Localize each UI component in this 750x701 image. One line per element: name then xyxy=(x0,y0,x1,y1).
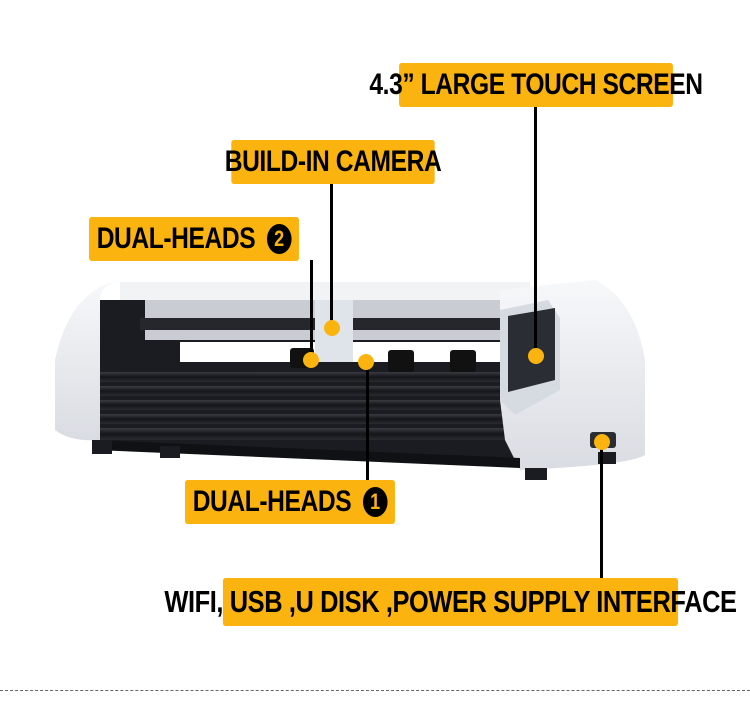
dashed-divider xyxy=(0,690,750,691)
callout-dot-dual-heads-2 xyxy=(303,352,319,368)
callout-line-touch-screen xyxy=(534,106,537,354)
number-1-badge: 1 xyxy=(362,487,388,517)
callout-line-camera xyxy=(330,183,333,328)
callout-dot-camera xyxy=(324,320,340,336)
label-interface-text: WIFI, USB ,U DISK ,POWER SUPPLY INTERFAC… xyxy=(164,584,737,619)
callout-line-interface xyxy=(600,441,603,579)
label-dual-heads-2-text: DUAL-HEADS xyxy=(96,222,256,255)
label-touch-screen-text: 4.3” LARGE TOUCH SCREEN xyxy=(369,68,703,101)
callout-line-dual-heads-1 xyxy=(366,362,369,482)
label-camera: BUILD-IN CAMERA xyxy=(225,140,442,184)
callout-dot-touch-screen xyxy=(528,348,544,364)
callout-line-dual-heads-2 xyxy=(310,260,313,360)
label-camera-text: BUILD-IN CAMERA xyxy=(224,145,442,178)
callout-dot-dual-heads-1 xyxy=(358,354,374,370)
label-interface: WIFI, USB ,U DISK ,POWER SUPPLY INTERFAC… xyxy=(164,578,737,626)
callout-dot-interface xyxy=(594,434,610,450)
label-touch-screen: 4.3” LARGE TOUCH SCREEN xyxy=(369,63,703,107)
label-dual-heads-1: DUAL-HEADS 1 xyxy=(185,480,395,524)
number-2-badge: 2 xyxy=(266,224,292,254)
label-dual-heads-1-text: DUAL-HEADS xyxy=(192,485,352,518)
label-dual-heads-2: DUAL-HEADS 2 xyxy=(89,217,299,261)
